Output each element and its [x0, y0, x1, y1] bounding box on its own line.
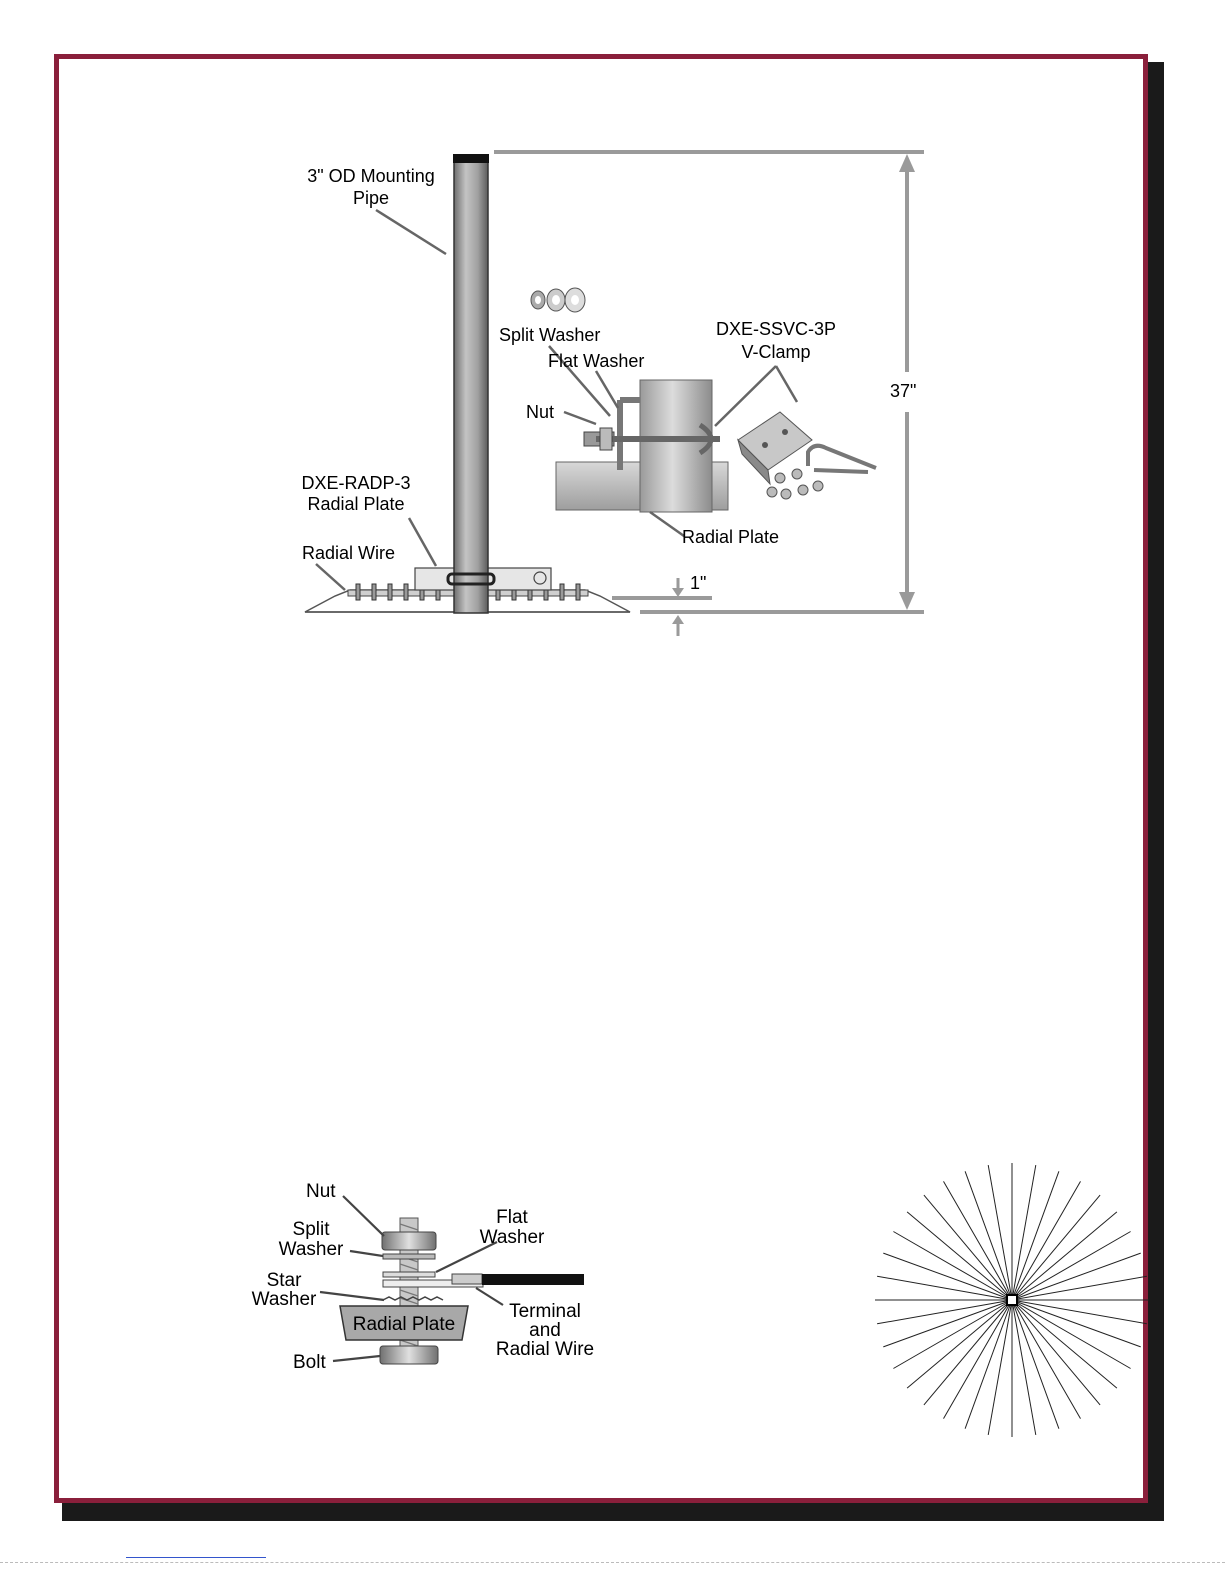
stack-nut [382, 1232, 436, 1250]
hardware-stack-diagram: Nut Split Washer Flat Washer Star Washer… [252, 1181, 594, 1373]
height-label: 37" [890, 381, 916, 401]
washers-icon [531, 288, 585, 312]
stack-flat-label-line2: Washer [480, 1227, 545, 1248]
mount-diagram: 3" OD Mounting Pipe Split Washer Flat Wa… [301, 152, 924, 636]
pipe-label-line1: 3" OD Mounting [307, 166, 434, 186]
pipe-cap [453, 154, 489, 163]
radial-star-pattern-icon [875, 1163, 1149, 1437]
radial-center [1007, 1295, 1017, 1305]
stack-nut-label: Nut [306, 1181, 336, 1202]
radial-plate-label: Radial Plate [682, 527, 779, 547]
stack-split-washer [383, 1254, 435, 1259]
vclamp-label-line2: V-Clamp [741, 342, 810, 362]
radial-wire [482, 1274, 584, 1285]
stack-flat-washer [383, 1272, 435, 1277]
radial-wire-label: Radial Wire [302, 543, 395, 563]
stack-radial-plate-label: Radial Plate [353, 1314, 455, 1335]
stack-split-label-line2: Washer [279, 1239, 344, 1260]
pipe-label-line2: Pipe [353, 188, 389, 208]
stack-terminal-label-line2: and [529, 1320, 561, 1341]
vclamp-photo [738, 412, 876, 499]
stack-bolt-label: Bolt [293, 1352, 326, 1373]
clearance-arrow-up [672, 615, 684, 624]
clearance-label: 1" [690, 573, 706, 593]
nut-label: Nut [526, 402, 554, 422]
clearance-arrow-down [672, 588, 684, 597]
stack-terminal-label-line1: Terminal [509, 1301, 581, 1322]
flat-washer-label: Flat Washer [548, 351, 644, 371]
stack-star-label-line2: Washer [252, 1289, 317, 1310]
stack-flat-label-line1: Flat [496, 1207, 528, 1228]
stack-star-label-line1: Star [267, 1270, 303, 1291]
radial-plate-model-line1: DXE-RADP-3 [301, 473, 410, 493]
radial-plate-model-line2: Radial Plate [307, 494, 404, 514]
clamp-photo [556, 380, 728, 512]
stack-terminal-label-line3: Radial Wire [496, 1339, 594, 1360]
page-bottom-link-underline [126, 1557, 266, 1558]
mounting-pipe [454, 160, 488, 613]
page-bottom-rule [0, 1562, 1225, 1563]
dimension-arrow-down [899, 592, 915, 610]
vclamp-label-line1: DXE-SSVC-3P [716, 319, 836, 339]
dimension-arrow-up [899, 154, 915, 172]
stack-bolt-head [380, 1346, 438, 1364]
split-washer-label: Split Washer [499, 325, 600, 345]
stack-split-label-line1: Split [293, 1219, 331, 1240]
